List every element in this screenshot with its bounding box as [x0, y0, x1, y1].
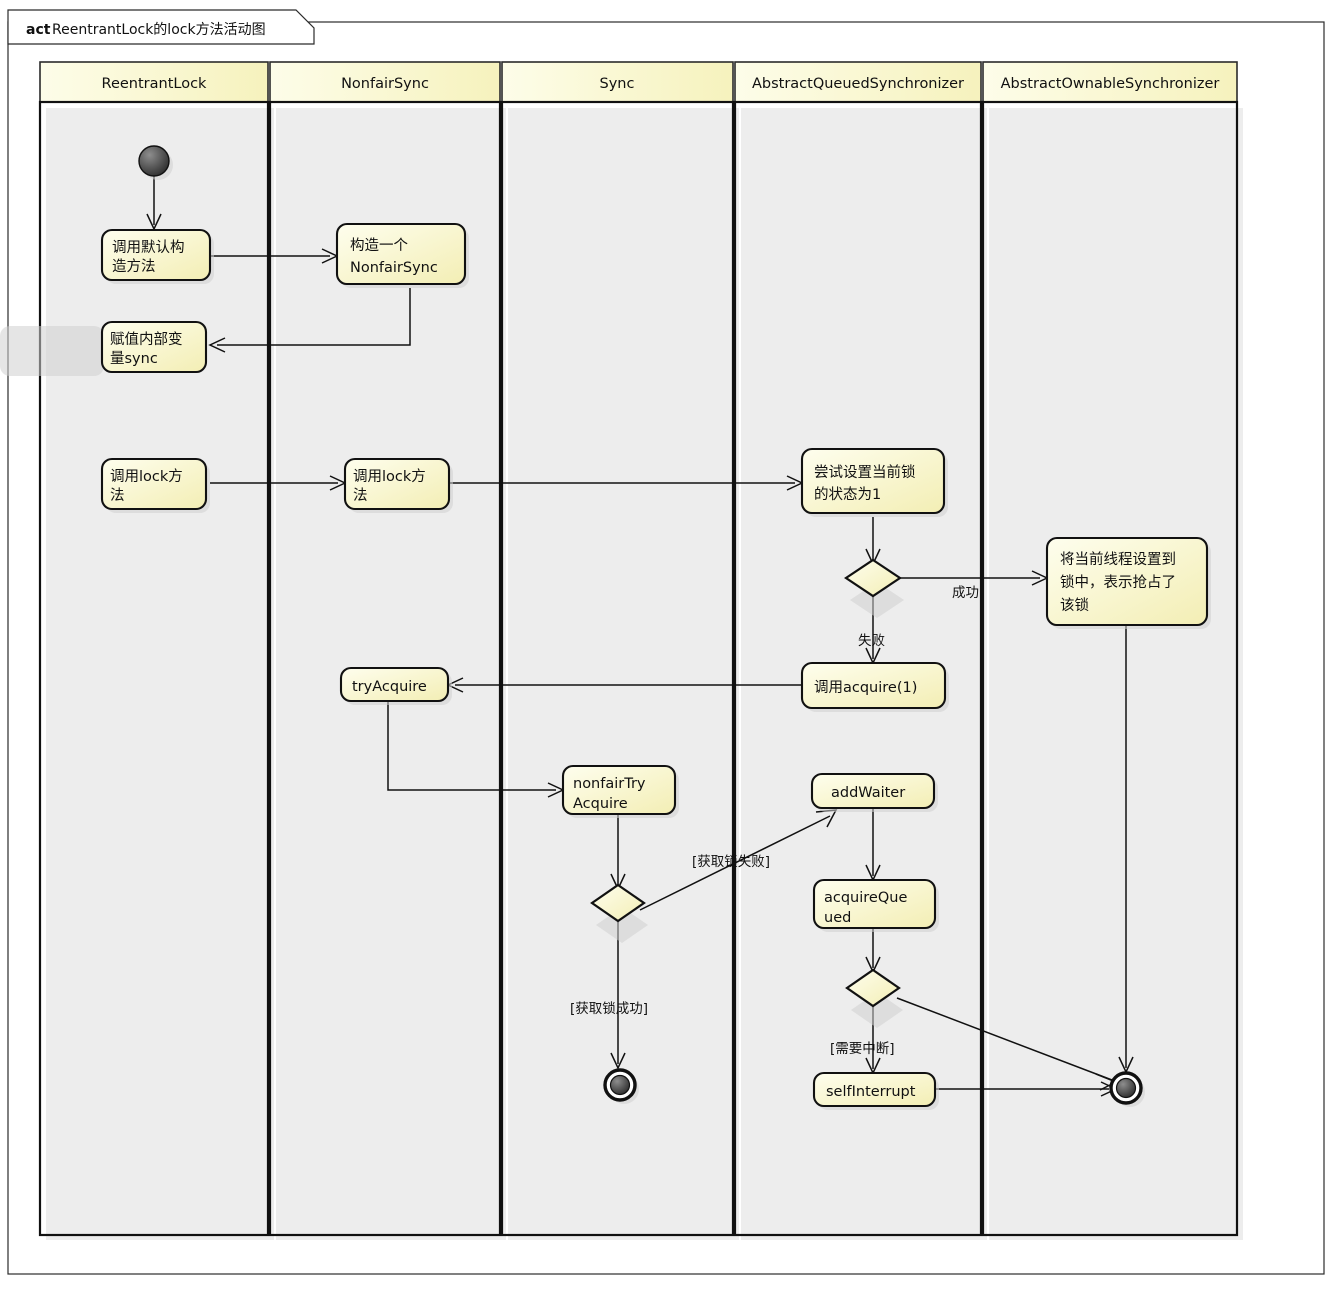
node-call-lock-nonfairsync-line2: 法	[353, 487, 368, 504]
node-acquirequeued-line2: ued	[824, 910, 851, 926]
edge-label-acquire-success: [获取锁成功]	[570, 1001, 648, 1017]
node-call-acquire-label: 调用acquire(1)	[814, 679, 917, 696]
swimlane-bodies	[38, 100, 1243, 1240]
node-decision-tryacquire	[590, 883, 648, 943]
node-selfinterrupt-label: selfInterrupt	[826, 1084, 916, 1100]
edge-label-cas-fail: 失败	[858, 633, 886, 649]
node-call-default-ctor-line1: 调用默认构	[112, 239, 185, 256]
lane-header-nonfairsync	[269, 61, 501, 103]
frame-title-tab	[7, 9, 315, 45]
node-final-sync	[603, 1068, 639, 1104]
lane-label-aqs: AbstractQueuedSynchronizer	[752, 76, 964, 92]
node-call-lock-reentrantlock-line2: 法	[110, 487, 125, 504]
node-final-aos	[1109, 1071, 1145, 1107]
edge-label-cas-success: 成功	[952, 585, 979, 601]
node-call-lock-nonfairsync[interactable]: 调用lock方 法	[343, 457, 453, 513]
node-set-owner-thread-line1: 将当前线程设置到	[1060, 551, 1176, 568]
lane-body-aqs	[733, 100, 983, 1237]
swimlane-headers: ReentrantLock NonfairSync Sync AbstractQ…	[39, 61, 1238, 103]
frame-title: ReentrantLock的lock方法活动图	[52, 22, 266, 38]
node-call-acquire[interactable]: 调用acquire(1)	[800, 661, 949, 712]
node-nonfairtryacquire-line2: Acquire	[573, 796, 628, 812]
lane-header-reentrantlock	[39, 61, 269, 103]
node-initial	[138, 145, 173, 180]
edge-label-need-interrupt: [需要中断]	[830, 1041, 895, 1057]
node-try-set-state-line1: 尝试设置当前锁	[814, 464, 916, 481]
node-tryacquire[interactable]: tryAcquire	[339, 666, 452, 705]
node-construct-nonfairsync-line1: 构造一个	[350, 237, 408, 254]
lane-body-reentrantlock	[38, 100, 270, 1237]
lane-header-aos	[982, 61, 1238, 103]
node-construct-nonfairsync-line2: NonfairSync	[350, 260, 438, 276]
node-try-set-state[interactable]: 尝试设置当前锁 的状态为1	[800, 447, 948, 517]
node-decision-cas	[844, 558, 904, 618]
node-call-default-ctor[interactable]: 调用默认构 造方法	[100, 228, 214, 284]
frame-keyword: act	[26, 22, 51, 38]
node-nonfairtryacquire[interactable]: nonfairTry Acquire	[561, 764, 679, 818]
node-call-lock-nonfairsync-line1: 调用lock方	[353, 468, 426, 485]
lane-label-nonfairsync: NonfairSync	[341, 76, 429, 92]
node-addwaiter[interactable]: addWaiter	[810, 772, 938, 812]
node-try-set-state-line2: 的状态为1	[814, 486, 881, 503]
node-call-default-ctor-line2: 造方法	[112, 258, 156, 275]
node-nonfairtryacquire-line1: nonfairTry	[573, 776, 646, 792]
lane-label-reentrantlock: ReentrantLock	[102, 76, 208, 92]
node-assign-sync[interactable]: 赋值内部变 量sync	[0, 320, 208, 376]
node-set-owner-thread-line3: 该锁	[1060, 597, 1089, 614]
lane-header-sync	[501, 61, 734, 103]
node-construct-nonfairsync[interactable]: 构造一个 NonfairSync	[335, 222, 469, 288]
lane-body-sync	[500, 100, 735, 1237]
edge-label-acquire-fail: [获取锁失败]	[692, 854, 770, 870]
lane-header-aqs	[734, 61, 982, 103]
node-tryacquire-label: tryAcquire	[352, 679, 427, 695]
node-decision-interrupt	[845, 968, 903, 1028]
node-call-lock-reentrantlock-line1: 调用lock方	[110, 468, 183, 485]
lane-label-aos: AbstractOwnableSynchronizer	[1001, 76, 1220, 92]
nodes: 调用默认构 造方法 构造一个 NonfairSync 赋值内部变 量sync 调…	[0, 145, 1211, 1110]
node-assign-sync-line2: 量sync	[110, 351, 158, 367]
diagram-frame: act ReentrantLock的lock方法活动图	[7, 9, 1325, 1275]
node-assign-sync-line1: 赋值内部变	[110, 331, 183, 348]
lane-label-sync: Sync	[600, 76, 635, 92]
node-addwaiter-label: addWaiter	[831, 785, 905, 801]
node-set-owner-thread[interactable]: 将当前线程设置到 锁中，表示抢占了 该锁	[1045, 536, 1211, 629]
lane-body-nonfairsync	[268, 100, 502, 1237]
node-call-lock-reentrantlock[interactable]: 调用lock方 法	[100, 457, 210, 513]
node-acquirequeued[interactable]: acquireQue ued	[812, 878, 939, 932]
node-acquirequeued-line1: acquireQue	[824, 890, 907, 906]
lane-body-aos	[981, 100, 1239, 1237]
node-selfinterrupt[interactable]: selfInterrupt	[812, 1071, 939, 1110]
node-set-owner-thread-line2: 锁中，表示抢占了	[1060, 573, 1176, 591]
